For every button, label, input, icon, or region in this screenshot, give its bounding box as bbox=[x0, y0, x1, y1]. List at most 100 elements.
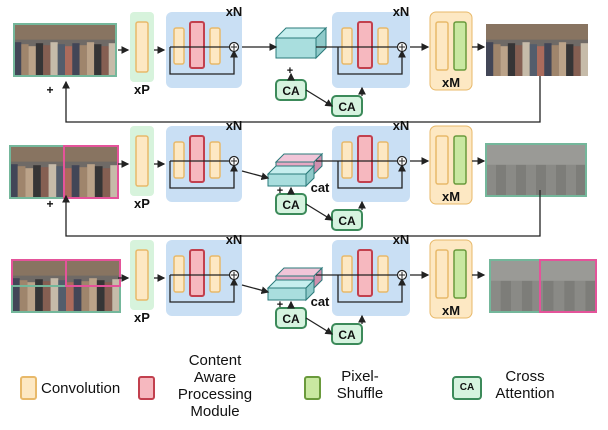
cross-attention-label: CA bbox=[282, 84, 300, 98]
feature-cube-teal-front bbox=[267, 287, 307, 301]
frame-crowd bbox=[580, 43, 588, 76]
output-frame-gray-texture bbox=[490, 280, 501, 312]
frame-crowd bbox=[108, 43, 116, 76]
frame-crowd bbox=[28, 46, 36, 76]
capm-block bbox=[189, 249, 205, 297]
frame-crowd bbox=[21, 44, 29, 76]
frame-crowd bbox=[544, 43, 552, 76]
frame-crowd bbox=[486, 42, 494, 76]
pixel-shuffle-block bbox=[453, 135, 467, 185]
frame-crowd bbox=[27, 282, 36, 312]
xm-label: xM bbox=[442, 75, 460, 90]
frame-crowd bbox=[35, 279, 43, 312]
convolution-block bbox=[341, 255, 353, 293]
frame-sky bbox=[14, 24, 116, 40]
frame-crowd bbox=[73, 279, 82, 312]
capm-block bbox=[357, 249, 373, 297]
frame-crowd bbox=[58, 280, 66, 312]
frame-crowd bbox=[79, 167, 88, 198]
legend-shuffle bbox=[304, 376, 321, 400]
frame-crowd bbox=[522, 42, 530, 76]
to-feature bbox=[241, 284, 270, 295]
architecture-diagram: xPxN+CAxNCAxM+xPxNcat+CAxNCAxM+xPxNcat+C… bbox=[9, 4, 597, 345]
frame-crowd bbox=[86, 42, 95, 76]
frame-crowd bbox=[493, 44, 501, 76]
convolution-block bbox=[173, 141, 185, 179]
shuffle-line-1: Pixel- bbox=[341, 368, 379, 385]
output-frame-gray-texture bbox=[516, 164, 526, 196]
capm-line-1: Content bbox=[188, 352, 242, 369]
frame-crowd bbox=[43, 45, 51, 76]
frame-crowd bbox=[558, 42, 567, 76]
output-frame-gray-texture bbox=[536, 164, 546, 196]
convolution-block bbox=[341, 27, 353, 65]
cross-attention-label: CA bbox=[282, 312, 300, 326]
frame-crowd bbox=[10, 164, 18, 198]
output-frame-border bbox=[485, 143, 587, 197]
output-frame-gray-texture bbox=[576, 164, 586, 196]
xp-convolution bbox=[135, 21, 149, 73]
cross-attention-line-2: Attention bbox=[495, 385, 555, 402]
frame-crowd bbox=[94, 44, 102, 76]
frame-crowd bbox=[50, 278, 59, 312]
frame-crowd bbox=[71, 165, 80, 198]
legend-convolution: Convolution bbox=[20, 376, 120, 400]
frame-crowd bbox=[112, 279, 120, 312]
capm-block bbox=[189, 135, 205, 183]
cross-attention-label: CA bbox=[338, 328, 356, 342]
convolution-block bbox=[209, 255, 221, 293]
frame-crowd bbox=[101, 46, 109, 76]
xn-label-2: xN bbox=[393, 4, 410, 19]
convolution-block bbox=[435, 249, 449, 299]
block1-skip bbox=[169, 161, 238, 189]
output-frame-gray-texture bbox=[511, 280, 522, 312]
xp-label: xP bbox=[134, 196, 150, 211]
xn-label-1: xN bbox=[226, 118, 243, 133]
frame-crowd bbox=[72, 43, 80, 76]
output-frame-gray-texture bbox=[521, 280, 533, 312]
legend-capm-label: Content Aware Processing Module bbox=[170, 352, 260, 420]
legend-capm bbox=[138, 376, 155, 400]
output-frame-gray-texture bbox=[526, 164, 536, 196]
input-frame-border bbox=[13, 23, 117, 77]
frame-crowd bbox=[94, 166, 103, 198]
frame-crowd bbox=[12, 278, 20, 312]
shuffle-line-2: Shuffle bbox=[336, 385, 384, 402]
output-frame-gray-texture bbox=[556, 164, 566, 196]
legend-cross-attention: CA bbox=[452, 376, 482, 400]
pixel-shuffle-block bbox=[453, 249, 467, 299]
frame-crowd bbox=[89, 278, 97, 312]
output-frame-gray-texture bbox=[553, 280, 565, 312]
frame-crowd bbox=[96, 280, 105, 312]
frame-crowd bbox=[56, 166, 64, 198]
plus-feedback: + bbox=[46, 197, 53, 211]
frame-crowd bbox=[566, 44, 574, 76]
convolution-block bbox=[209, 141, 221, 179]
plus-sign-2: + bbox=[277, 299, 283, 311]
convolution-swatch bbox=[20, 376, 37, 400]
convolution-block bbox=[377, 141, 389, 179]
output-frame-gray-texture bbox=[496, 164, 506, 196]
convolution-block bbox=[173, 27, 185, 65]
frame-crowd bbox=[529, 44, 537, 76]
frame-crowd bbox=[64, 168, 72, 198]
xp-label: xP bbox=[134, 82, 150, 97]
cross-attention-label: CA bbox=[282, 198, 300, 212]
block1-skip bbox=[169, 275, 238, 303]
output-frame-gray-texture bbox=[543, 280, 554, 312]
plus-sign-1: + bbox=[287, 65, 293, 77]
feature-cube-front bbox=[275, 37, 317, 59]
frame-crowd bbox=[515, 45, 523, 76]
convolution-block bbox=[377, 255, 389, 293]
frame-crowd bbox=[50, 42, 58, 76]
cross-attention-line-1: Cross bbox=[505, 368, 545, 385]
frame-crowd bbox=[19, 280, 28, 312]
output-frame-gray-texture bbox=[585, 280, 596, 312]
frame-crowd bbox=[81, 281, 90, 312]
capm-block bbox=[357, 135, 373, 183]
xm-label: xM bbox=[442, 303, 460, 318]
output-frame-gray-texture bbox=[500, 280, 512, 312]
frame-crowd bbox=[66, 282, 74, 312]
xp-label: xP bbox=[134, 310, 150, 325]
frame-crowd bbox=[17, 166, 26, 198]
